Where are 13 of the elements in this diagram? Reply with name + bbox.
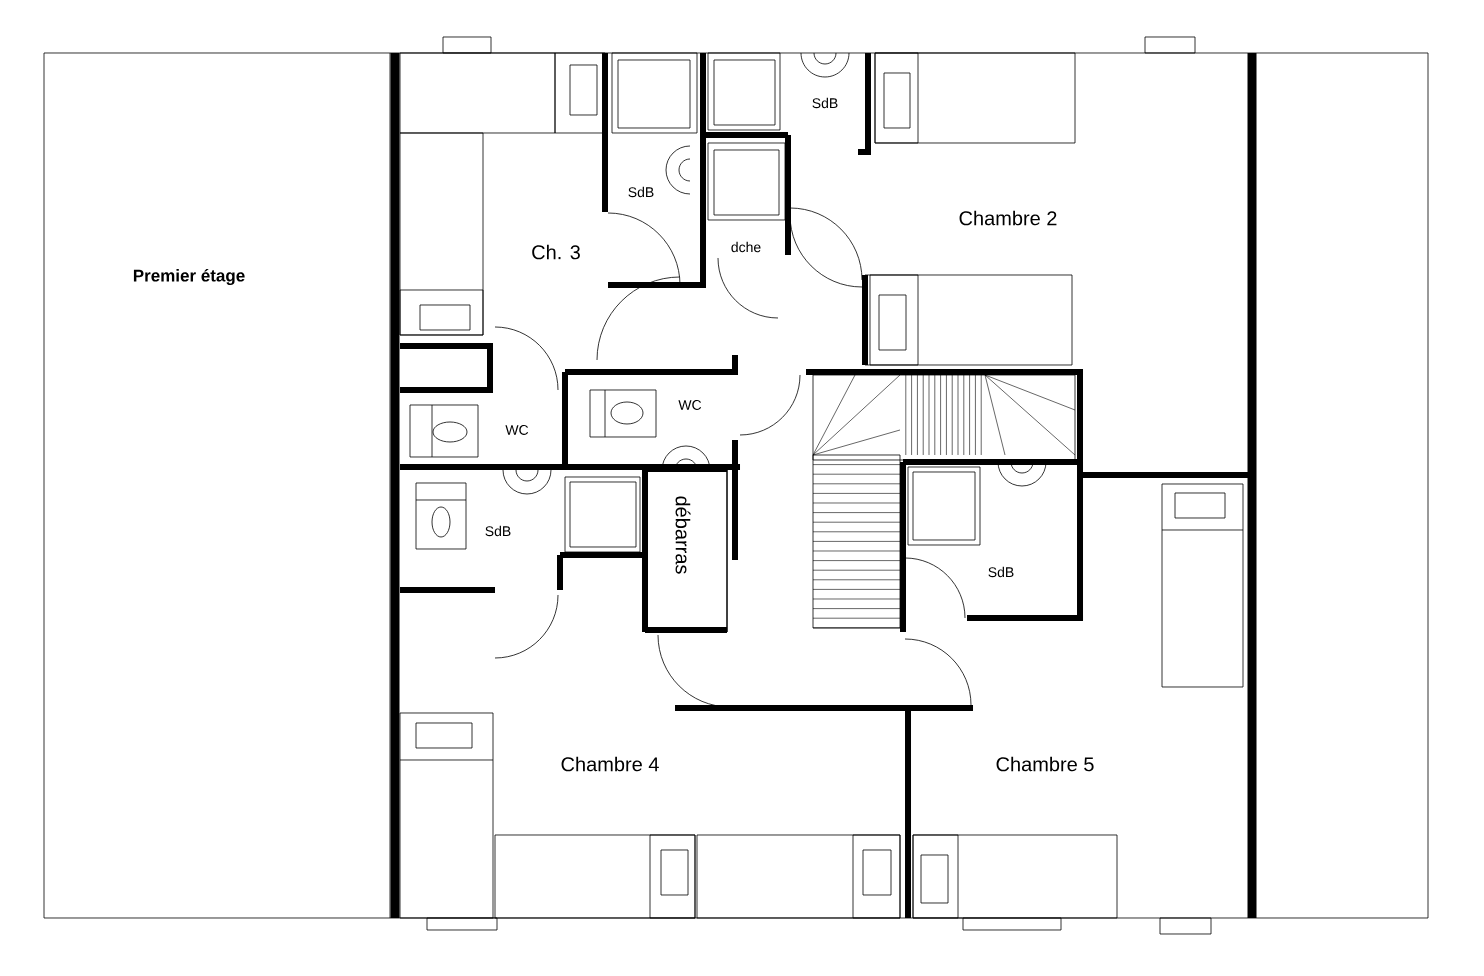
room-label: Ch. 3 [532,244,580,260]
room-label: SdB [485,525,511,537]
room-label: Chambre 5 [996,756,1094,772]
room-label: WC [505,425,529,435]
room-label: débarras [675,496,691,574]
room-label: Chambre 4 [561,756,659,772]
room-label: Premier étage [133,268,245,286]
room-label: Chambre 2 [959,210,1057,226]
room-label: SdB [628,186,654,198]
room-label: SdB [988,566,1014,578]
room-label: SdB [812,97,838,109]
room-label: dche [731,241,761,253]
room-label: WC [678,400,702,410]
